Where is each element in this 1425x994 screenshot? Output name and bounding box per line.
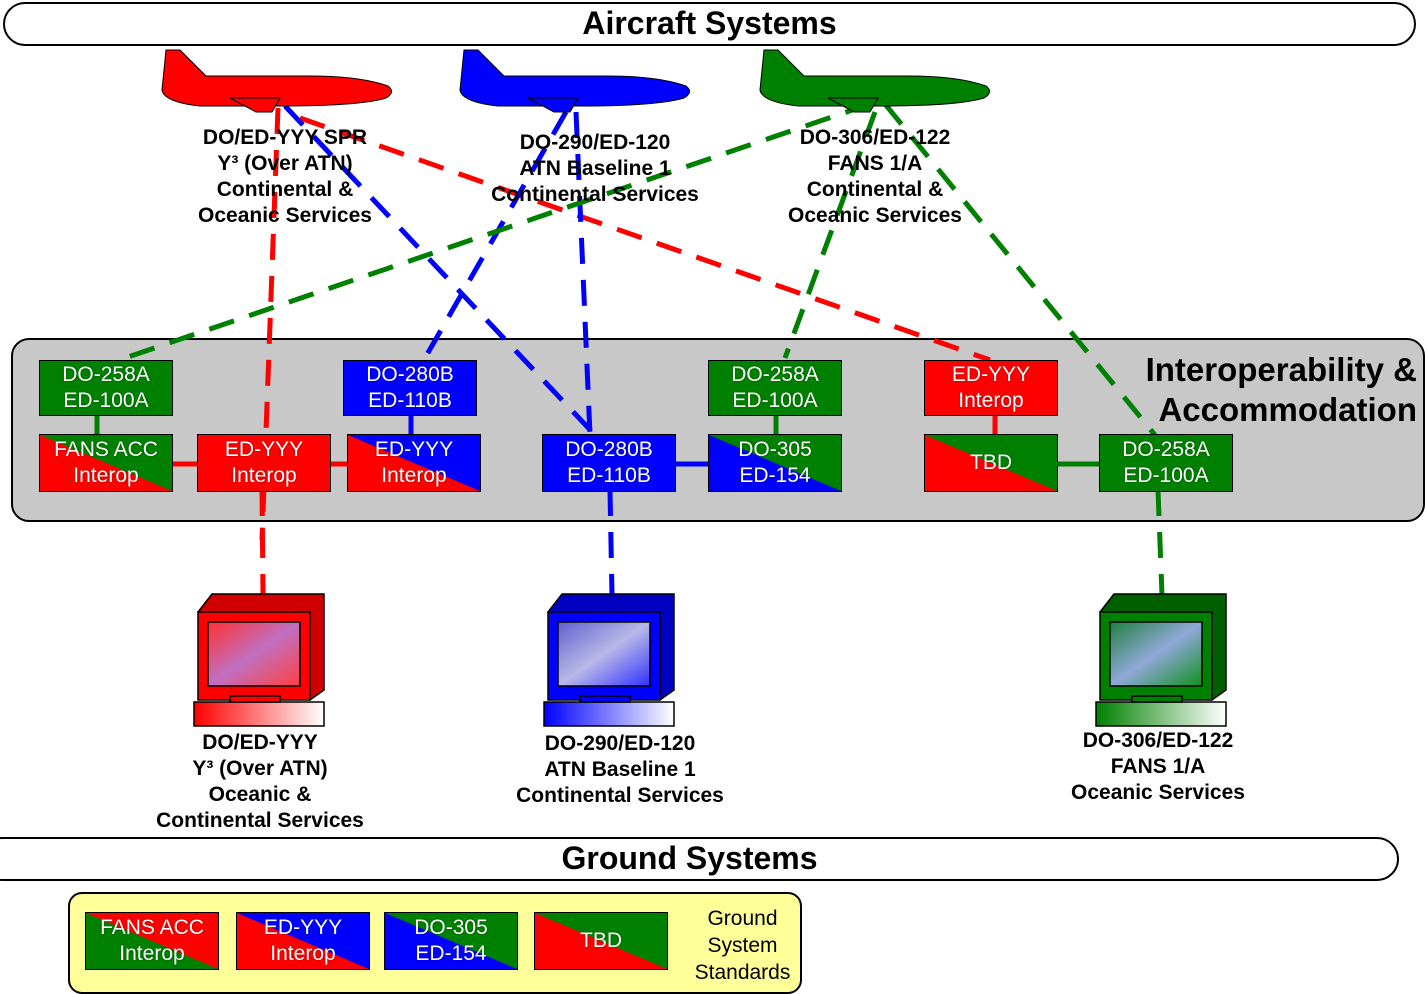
box-text: DO-258A xyxy=(731,363,819,386)
aircraft-red-icon xyxy=(161,49,393,113)
label-line: Oceanic Services xyxy=(788,204,962,227)
panel-connectors xyxy=(94,415,1100,467)
legend-fans-acc-interop: FANS ACC Interop xyxy=(85,912,219,970)
standard-box-do258a-1: DO-258A ED-100A xyxy=(39,360,173,416)
label-line: Oceanic Services xyxy=(198,204,372,227)
label-line: Continental Services xyxy=(491,183,699,206)
standard-box-do280b-2: DO-280B ED-110B xyxy=(542,434,676,492)
panel-title: Interoperability & Accommodation xyxy=(1145,351,1417,428)
label-line: FANS 1/A xyxy=(827,152,923,175)
label-line: DO-306/ED-122 xyxy=(1082,729,1234,752)
label-line: FANS 1/A xyxy=(1110,755,1206,778)
legend-edyyy-interop: ED-YYY Interop xyxy=(236,912,370,970)
label-line: Continental Services xyxy=(516,784,724,807)
standard-box-edyyy-interop-red: ED-YYY Interop xyxy=(197,434,331,492)
standard-box-do258a-2: DO-258A ED-100A xyxy=(708,360,842,416)
ground-systems-title: Ground Systems xyxy=(561,840,818,876)
aircraft-systems-band: Aircraft Systems xyxy=(3,2,1416,46)
aircraft-blue-icon xyxy=(459,49,691,113)
box-text: ED-100A xyxy=(732,389,818,412)
box-text: ED-100A xyxy=(1123,464,1209,487)
aircraft-green-icon xyxy=(759,49,991,113)
ground-systems-band: Ground Systems xyxy=(0,837,1399,881)
box-text: ED-YYY xyxy=(224,438,304,461)
box-text: ED-YYY xyxy=(374,438,454,461)
label-line: Continental & xyxy=(216,178,354,201)
label-line: DO/ED-YYY SPR xyxy=(202,126,368,149)
box-text: ED-100A xyxy=(63,389,149,412)
standard-box-do258a-3: DO-258A ED-100A xyxy=(1099,434,1233,492)
label-line: Oceanic & xyxy=(208,783,312,806)
label-line: DO/ED-YYY xyxy=(202,731,318,754)
standard-box-edyyy-interop-blue-red: ED-YYY Interop xyxy=(347,434,481,492)
blue-connections xyxy=(283,104,615,596)
box-text: ED-110B xyxy=(567,464,651,487)
box-text: DO-258A xyxy=(1122,438,1210,461)
aircraft-green-label: DO-306/ED-122 FANS 1/A Continental & Oce… xyxy=(775,125,975,229)
box-text: Interop xyxy=(381,464,447,487)
standard-box-fans-acc-interop: FANS ACC Interop xyxy=(39,434,173,492)
computer-red-icon xyxy=(193,593,325,727)
label-line: ATN Baseline 1 xyxy=(544,758,696,781)
box-text: FANS ACC xyxy=(54,438,158,461)
label-line: Y³ (Over ATN) xyxy=(192,757,328,780)
box-text: Interop xyxy=(270,942,336,965)
box-text: DO-258A xyxy=(62,363,150,386)
label-line: ATN Baseline 1 xyxy=(519,157,671,180)
box-text: Interop xyxy=(73,464,139,487)
standard-box-edyyy-interop-top: ED-YYY Interop xyxy=(924,360,1058,416)
box-text: ED-YYY xyxy=(263,916,343,939)
red-ground-link xyxy=(259,489,266,596)
box-text: Interop xyxy=(958,389,1024,412)
box-text: FANS ACC xyxy=(100,916,204,939)
aircraft-systems-title: Aircraft Systems xyxy=(582,5,837,41)
label-line: Oceanic Services xyxy=(1071,781,1245,804)
ground-blue-label: DO-290/ED-120 ATN Baseline 1 Continental… xyxy=(505,731,735,809)
label-line: Continental & xyxy=(806,178,944,201)
computer-blue-icon xyxy=(543,593,675,727)
label-line: DO-290/ED-120 xyxy=(544,732,696,755)
box-text: ED-154 xyxy=(739,464,811,487)
label-line: Y³ (Over ATN) xyxy=(217,152,353,175)
box-text: Interop xyxy=(231,464,297,487)
box-text: TBD xyxy=(580,929,622,952)
box-text: TBD xyxy=(970,451,1012,474)
ground-green-label: DO-306/ED-122 FANS 1/A Oceanic Services xyxy=(1058,728,1258,806)
box-text: ED-YYY xyxy=(951,363,1031,386)
aircraft-red-label: DO/ED-YYY SPR Y³ (Over ATN) Continental … xyxy=(185,125,385,229)
aircraft-blue-label: DO-290/ED-120 ATN Baseline 1 Continental… xyxy=(480,130,710,208)
legend-caption: Ground System Standards xyxy=(694,907,791,984)
standard-box-tbd: TBD xyxy=(924,434,1058,492)
box-text: ED-110B xyxy=(368,389,452,412)
legend-tbd: TBD xyxy=(534,912,668,970)
box-text: DO-280B xyxy=(565,438,653,461)
box-text: DO-305 xyxy=(738,438,812,461)
ground-red-label: DO/ED-YYY Y³ (Over ATN) Oceanic & Contin… xyxy=(150,730,370,834)
computer-green-icon xyxy=(1095,593,1227,727)
label-line: DO-306/ED-122 xyxy=(799,126,951,149)
box-text: Interop xyxy=(119,942,185,965)
label-line: Continental Services xyxy=(156,809,364,832)
box-text: DO-280B xyxy=(366,363,454,386)
green-connections xyxy=(124,101,1165,596)
box-text: DO-305 xyxy=(414,916,488,939)
label-line: DO-290/ED-120 xyxy=(519,131,671,154)
standard-box-do280b-1: DO-280B ED-110B xyxy=(343,360,477,416)
box-text: ED-154 xyxy=(415,942,487,965)
